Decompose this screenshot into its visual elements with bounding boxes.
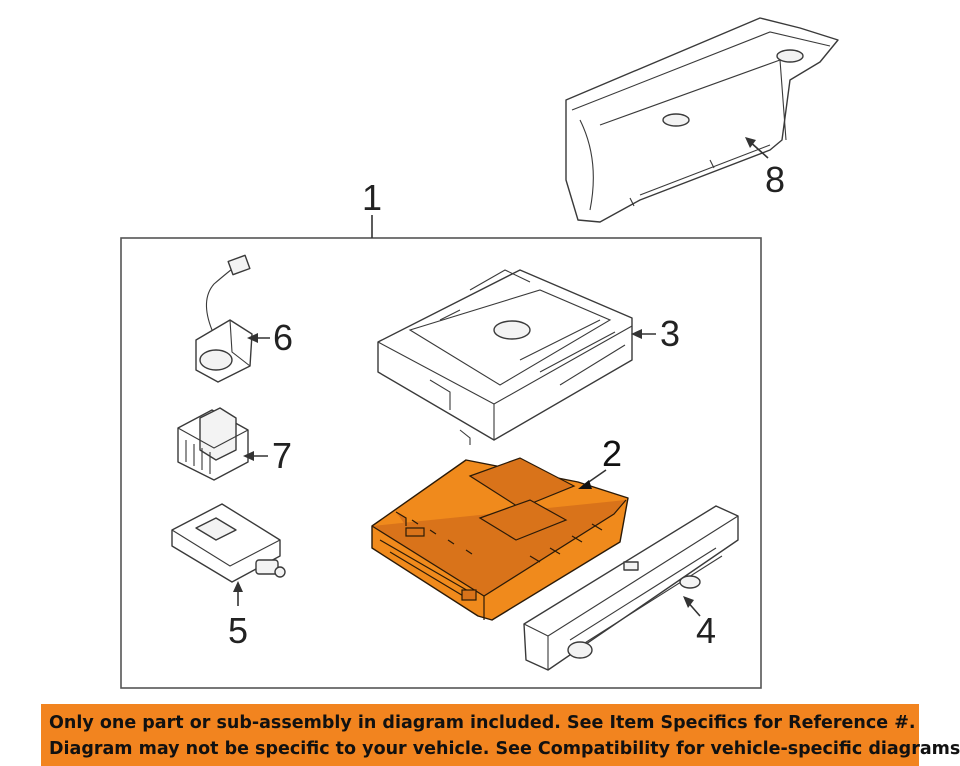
callout-3-arrow <box>631 329 642 339</box>
callout-7-arrow <box>243 451 254 461</box>
callout-5-arrow <box>233 581 243 592</box>
callout-3: 3 <box>660 313 680 354</box>
disclaimer-banner: Only one part or sub-assembly in diagram… <box>41 704 960 766</box>
callout-8-arrow <box>745 137 756 148</box>
part-8-trim-panel <box>565 17 839 223</box>
callout-2-arrow <box>578 480 592 489</box>
assembly-frame <box>120 237 762 689</box>
part-4-control-panel <box>523 505 739 671</box>
part-5-module <box>171 503 286 583</box>
callout-5: 5 <box>228 610 248 651</box>
callout-7: 7 <box>272 435 292 476</box>
callout-2: 2 <box>602 433 622 474</box>
part-2-highlighted-unit <box>371 457 629 621</box>
disclaimer-line-1: Only one part or sub-assembly in diagram… <box>49 713 916 733</box>
callout-4-arrow <box>683 596 694 608</box>
disclaimer-line-2: Diagram may not be specific to your vehi… <box>49 739 960 759</box>
callout-1: 1 <box>362 177 382 218</box>
parts-diagram: 1 8 3 6 <box>120 17 839 689</box>
callout-6-arrow <box>247 333 258 343</box>
callout-8: 8 <box>765 159 785 200</box>
part-7-relay <box>177 407 249 481</box>
part-6-sensor <box>195 254 253 383</box>
callout-4: 4 <box>696 610 716 651</box>
callout-6: 6 <box>273 317 293 358</box>
part-3-bracket <box>377 269 633 445</box>
